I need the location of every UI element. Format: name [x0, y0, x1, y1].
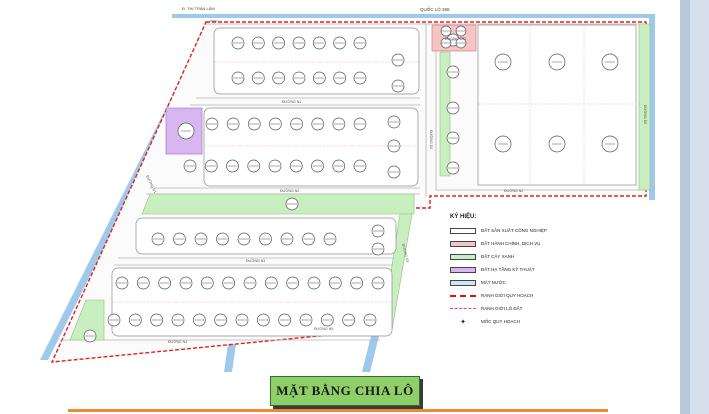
- legend-label: MỐC QUY HOẠCH: [481, 319, 520, 324]
- road-label-right: ĐƯỜNG D5: [643, 105, 648, 124]
- legend-item: ĐẤT HÀNH CHÍNH, DỊCH VỤ: [450, 237, 610, 250]
- road-label-d01: ĐƯỜNG D01: [445, 36, 466, 41]
- canal-south: [362, 332, 380, 372]
- canal-top: [172, 14, 650, 18]
- legend-item: ĐẤT CÂY XANH: [450, 250, 610, 263]
- legend-item: MẶT NƯỚC: [450, 276, 610, 289]
- legend-label: MẶT NƯỚC: [481, 280, 506, 285]
- green-strip-right: [638, 23, 651, 191]
- road-label-mid: ĐƯỜNG D2: [429, 130, 434, 149]
- green-corner-sw: [69, 299, 105, 341]
- legend-rows: ĐẤT SẢN XUẤT CÔNG NGHIỆP ĐẤT HÀNH CHÍNH, …: [450, 224, 610, 328]
- legend-item: ĐẤT SẢN XUẤT CÔNG NGHIỆP: [450, 224, 610, 237]
- legend-swatch: [450, 294, 476, 297]
- lot-markers: [83, 25, 619, 343]
- green-strip-east: [439, 51, 451, 177]
- legend-swatch: [450, 227, 476, 234]
- legend-item: RANH GIỚI LÔ ĐẤT: [450, 302, 610, 315]
- legend-label: RANH GIỚI QUY HOẠCH: [481, 293, 534, 298]
- legend-label: RANH GIỚI LÔ ĐẤT: [481, 306, 523, 311]
- plan-title: MẶT BẰNG CHIA LÔ: [276, 383, 414, 398]
- road-label-lower: ĐƯỜNG D3: [401, 243, 411, 263]
- lot-dividers: [112, 25, 636, 303]
- road-label-top-left: Đ. THỊ TRẤN LÂM: [182, 6, 215, 11]
- decorative-side-strip-light: [690, 0, 709, 414]
- master-plan-map: Đ. THỊ TRẤN LÂM QUỐC LỘ 388 ĐƯỜNG D01 ĐƯ…: [40, 6, 655, 372]
- legend-item: ✦ MỐC QUY HOẠCH: [450, 315, 610, 328]
- legend-label: ĐẤT HÀNH CHÍNH, DỊCH VỤ: [481, 241, 541, 246]
- road-label-n1: ĐƯỜNG N1: [282, 99, 301, 104]
- legend-swatch: [450, 240, 476, 247]
- legend-label: ĐẤT SẢN XUẤT CÔNG NGHIỆP: [481, 228, 547, 233]
- legend-item: RANH GIỚI QUY HOẠCH: [450, 289, 610, 302]
- legend-swatch: [450, 279, 476, 286]
- road-label-n2: ĐƯỜNG N2: [280, 188, 299, 193]
- bottom-rule: [68, 409, 608, 412]
- road-label-n4: ĐƯỜNG N4: [168, 339, 187, 344]
- road-label-n3: ĐƯỜNG N3: [246, 258, 265, 263]
- canal-right: [649, 14, 655, 200]
- legend-swatch: [450, 266, 476, 273]
- legend-label: ĐẤT HẠ TẦNG KỸ THUẬT: [481, 267, 535, 272]
- map-legend: KÝ HIỆU: ĐẤT SẢN XUẤT CÔNG NGHIỆP ĐẤT HÀN…: [450, 214, 610, 328]
- green-strip-middle: [141, 193, 415, 215]
- canal-south-2: [224, 344, 236, 372]
- plan-title-box: MẶT BẰNG CHIA LÔ: [270, 376, 420, 406]
- legend-label: ĐẤT CÂY XANH: [481, 254, 515, 259]
- legend-swatch: [450, 308, 476, 309]
- road-label-highway: QUỐC LỘ 388: [420, 6, 450, 12]
- legend-swatch: ✦: [460, 317, 466, 326]
- road-label-n-right: ĐƯỜNG N2: [504, 188, 523, 193]
- legend-swatch: [450, 253, 476, 260]
- legend-item: ĐẤT HẠ TẦNG KỸ THUẬT: [450, 263, 610, 276]
- road-label-n5: ĐƯỜNG N5: [314, 326, 333, 331]
- legend-title: KÝ HIỆU:: [450, 214, 477, 220]
